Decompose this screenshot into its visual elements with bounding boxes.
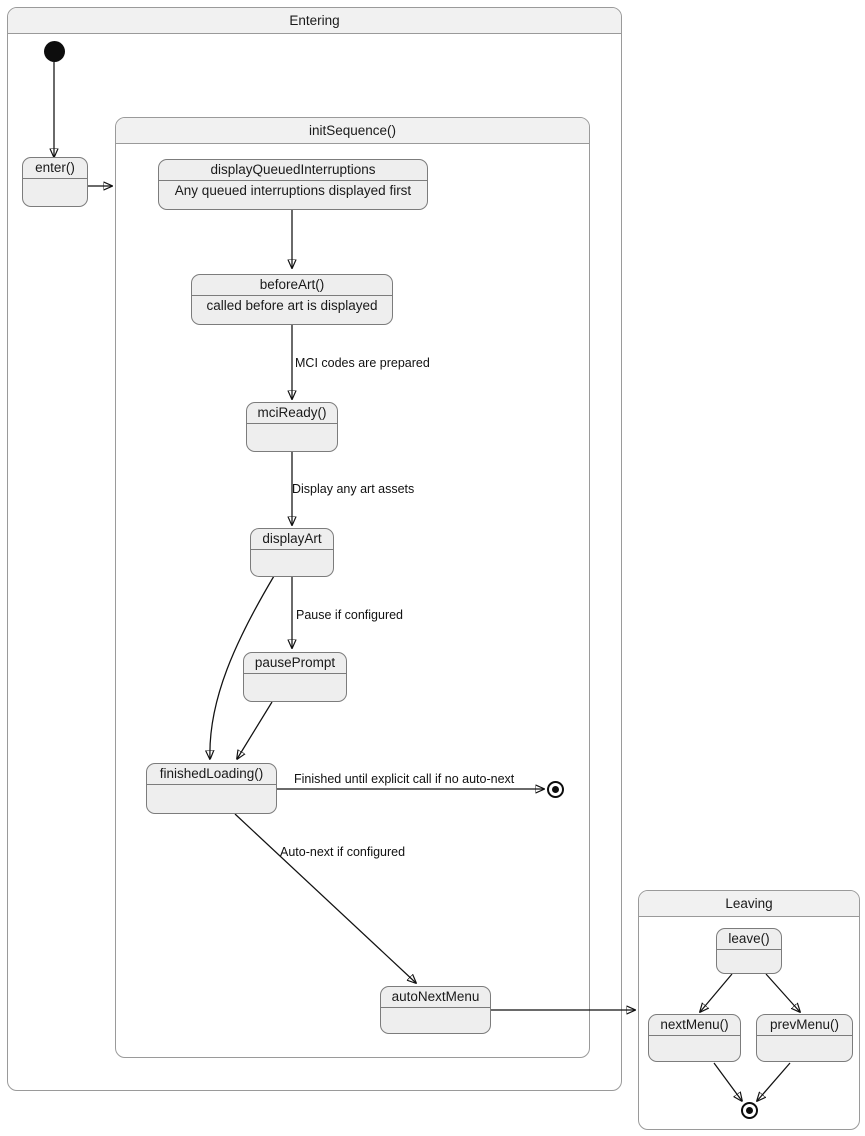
final-state-node-leaving[interactable]: [741, 1102, 758, 1119]
state-display-art-body: [251, 550, 333, 570]
state-enter[interactable]: enter(): [22, 157, 88, 207]
composite-state-leaving-title: Leaving: [639, 891, 859, 917]
state-next-menu-body: [649, 1036, 740, 1056]
state-finished-loading-name: finishedLoading(): [147, 764, 276, 785]
state-display-queued-interruptions-name: displayQueuedInterruptions: [159, 160, 427, 181]
transition-label-mci-codes-prepared: MCI codes are prepared: [295, 356, 430, 370]
state-before-art[interactable]: beforeArt() called before art is display…: [191, 274, 393, 325]
state-prev-menu-body: [757, 1036, 852, 1056]
composite-state-entering-title: Entering: [8, 8, 621, 34]
state-finished-loading[interactable]: finishedLoading(): [146, 763, 277, 814]
state-before-art-name: beforeArt(): [192, 275, 392, 296]
state-display-queued-interruptions[interactable]: displayQueuedInterruptions Any queued in…: [158, 159, 428, 210]
state-display-art[interactable]: displayArt: [250, 528, 334, 577]
state-display-queued-interruptions-body: Any queued interruptions displayed first: [174, 183, 412, 198]
state-before-art-body: called before art is displayed: [206, 298, 378, 313]
final-state-node-entering[interactable]: [547, 781, 564, 798]
state-leave[interactable]: leave(): [716, 928, 782, 974]
transition-label-display-art-assets: Display any art assets: [292, 482, 415, 496]
state-next-menu[interactable]: nextMenu(): [648, 1014, 741, 1062]
state-auto-next-menu[interactable]: autoNextMenu: [380, 986, 491, 1034]
state-next-menu-name: nextMenu(): [649, 1015, 740, 1036]
state-mci-ready-body: [247, 424, 337, 444]
state-display-art-name: displayArt: [251, 529, 333, 550]
state-enter-name: enter(): [23, 158, 87, 179]
composite-state-leaving[interactable]: Leaving: [638, 890, 860, 1130]
state-pause-prompt[interactable]: pausePrompt: [243, 652, 347, 702]
transition-label-pause-if-configured: Pause if configured: [296, 608, 404, 622]
state-auto-next-menu-body: [381, 1008, 490, 1028]
composite-state-init-sequence[interactable]: initSequence(): [115, 117, 590, 1058]
state-leave-body: [717, 950, 781, 970]
state-prev-menu-name: prevMenu(): [757, 1015, 852, 1036]
state-pause-prompt-name: pausePrompt: [244, 653, 346, 674]
state-enter-body: [23, 179, 87, 199]
initial-state-node[interactable]: [44, 41, 65, 62]
state-finished-loading-body: [147, 785, 276, 805]
state-leave-name: leave(): [717, 929, 781, 950]
state-auto-next-menu-name: autoNextMenu: [381, 987, 490, 1008]
state-mci-ready-name: mciReady(): [247, 403, 337, 424]
transition-label-auto-next-if-configured: Auto-next if configured: [280, 845, 406, 859]
state-prev-menu[interactable]: prevMenu(): [756, 1014, 853, 1062]
transition-label-finished-no-auto-next: Finished until explicit call if no auto-…: [294, 772, 515, 786]
composite-state-init-sequence-title: initSequence(): [116, 118, 589, 144]
state-pause-prompt-body: [244, 674, 346, 694]
state-mci-ready[interactable]: mciReady(): [246, 402, 338, 452]
